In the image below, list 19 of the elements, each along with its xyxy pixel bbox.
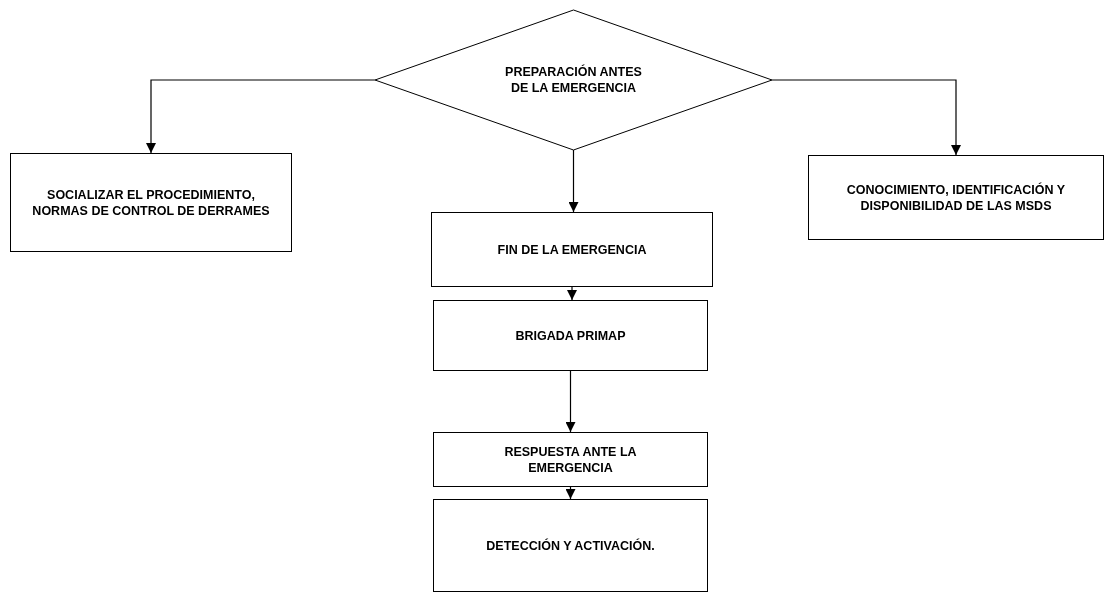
arrow (568, 149, 579, 213)
arrow (565, 370, 576, 433)
process-box (433, 432, 708, 487)
node-label: SOCIALIZAR EL PROCEDIMIENTO, NORMAS DE CONTROL DE DERRAMES (31, 186, 271, 219)
node-label: PREPARACIÓN ANTES DE LA EMERGENCIA (505, 64, 642, 96)
arrow (567, 286, 577, 301)
process-box (808, 155, 1104, 240)
node-label: DETECCIÓN Y ACTIVACIÓN. (486, 537, 655, 554)
process-box (10, 153, 292, 252)
node-label: BRIGADA PRIMAP (515, 327, 626, 344)
node-label: FIN DE LA EMERGENCIA (497, 241, 647, 258)
process-box (433, 300, 708, 371)
process-box (433, 499, 708, 592)
node-label: RESPUESTA ANTE LA EMERGENCIA (503, 443, 638, 476)
arrow (565, 486, 576, 500)
process-box (431, 212, 713, 287)
arrow (146, 79, 376, 154)
node-label: CONOCIMIENTO, IDENTIFICACIÓN Y DISPONIBILIDAD DE LAS MSDS (845, 181, 1067, 214)
arrow (771, 79, 961, 156)
